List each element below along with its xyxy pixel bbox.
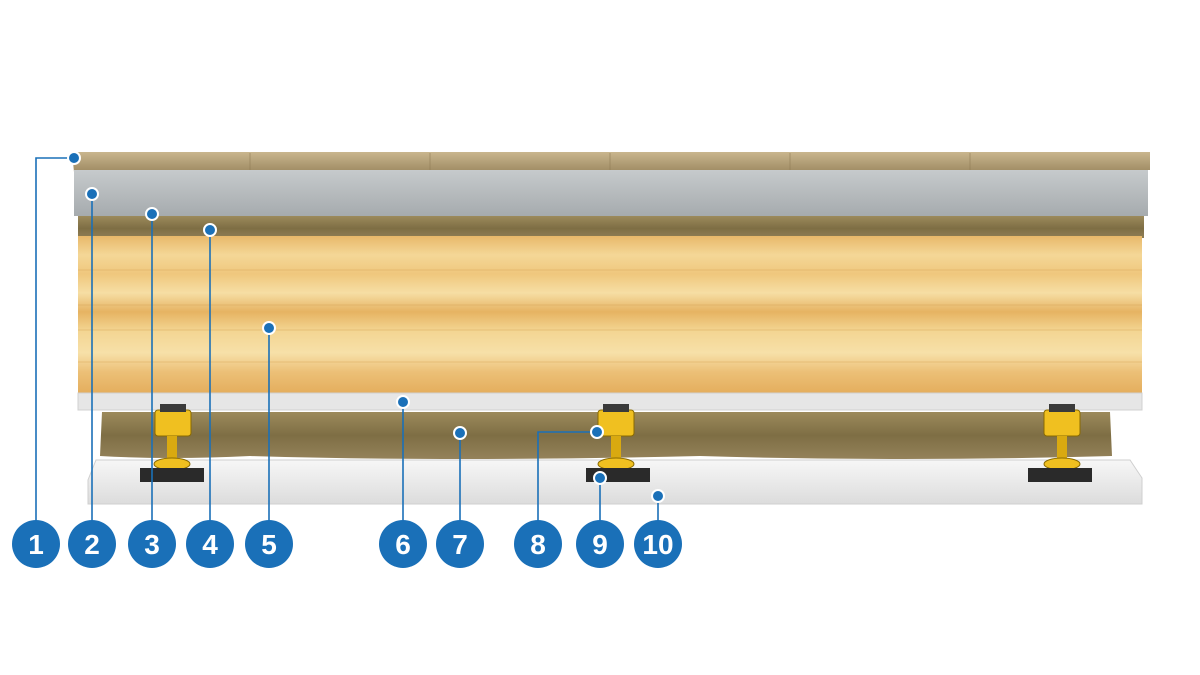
callout-10-label: 10 [642, 529, 673, 560]
callout-8-label: 8 [530, 529, 546, 560]
clt-lamella-lines [78, 269, 1142, 363]
callout-9-label: 9 [592, 529, 608, 560]
callout-6: 6 [379, 520, 427, 568]
callout-2-label: 2 [84, 529, 100, 560]
top-finish-joints [249, 153, 971, 171]
callout-2: 2 [68, 520, 116, 568]
callout-3: 3 [128, 520, 176, 568]
callout-4-label: 4 [202, 529, 218, 560]
layer-screed [74, 170, 1148, 216]
layer-top-finish [72, 152, 1150, 172]
callout-1-label: 1 [28, 529, 44, 560]
callout-5-label: 5 [261, 529, 277, 560]
layer-clt-panel [78, 236, 1142, 394]
callout-4: 4 [186, 520, 234, 568]
hanger-assembly-right [1028, 404, 1092, 482]
callout-5: 5 [245, 520, 293, 568]
callout-9: 9 [576, 520, 624, 568]
callout-7-label: 7 [452, 529, 468, 560]
layer-impact-insulation [78, 216, 1144, 241]
callout-6-label: 6 [395, 529, 411, 560]
leader-lines [35, 157, 659, 528]
callout-3-label: 3 [144, 529, 160, 560]
callout-8: 8 [514, 520, 562, 568]
callout-10: 10 [634, 520, 682, 568]
callout-1: 1 [12, 520, 60, 568]
callout-7: 7 [436, 520, 484, 568]
anchor-dots [67, 151, 665, 503]
hanger-assembly-left [140, 404, 204, 482]
